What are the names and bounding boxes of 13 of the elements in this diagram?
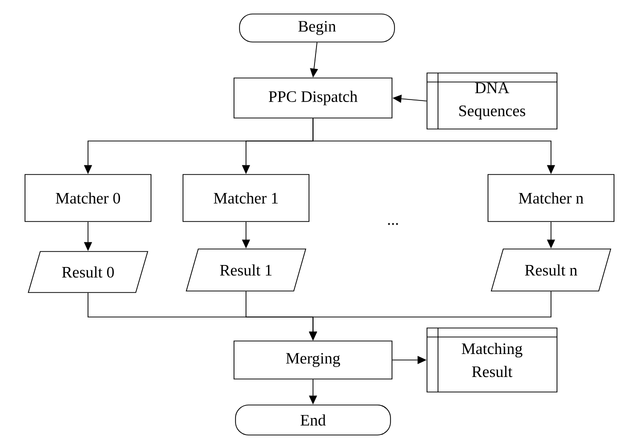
process-box: PPC Dispatch — [234, 78, 392, 118]
terminal-box: End — [235, 404, 391, 436]
data-parallelogram: Result 0 — [28, 251, 148, 293]
terminal-box: Begin — [239, 14, 395, 42]
storage-box: DNA Sequences — [426, 72, 558, 130]
ellipsis-label: ... — [388, 223, 398, 225]
data-parallelogram: Result n — [490, 248, 612, 292]
process-box: Matcher 0 — [24, 174, 152, 222]
process-box: Matcher 1 — [182, 174, 310, 222]
process-box: Matcher n — [488, 174, 614, 222]
process-box: Merging — [234, 340, 392, 380]
data-parallelogram: Result 1 — [186, 248, 306, 292]
storage-box: Matching Result — [426, 328, 558, 392]
